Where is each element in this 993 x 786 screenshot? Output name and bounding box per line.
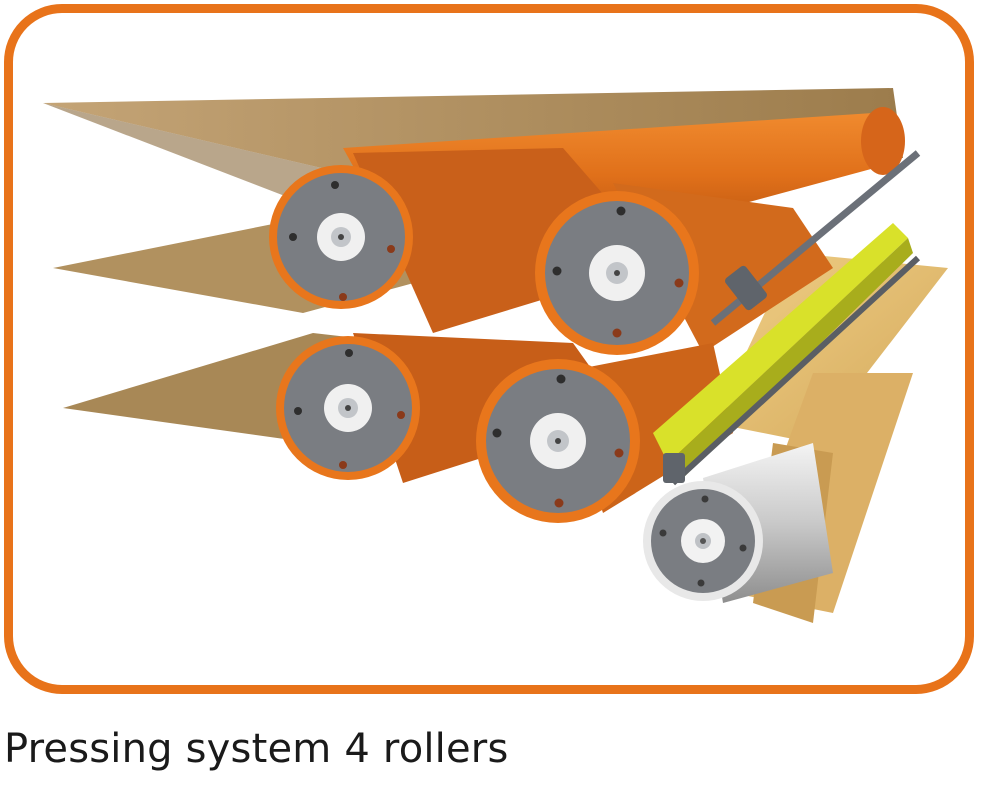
roller-bottom-right [476,359,640,523]
illustration-frame [4,4,974,694]
roller-bottom-left [276,336,420,480]
caption: Pressing system 4 rollers [4,726,509,772]
roller-top-left [269,165,413,309]
doctor-blade [653,150,921,486]
pressing-rollers-illustration [43,88,948,623]
small-silver-roller [643,443,833,603]
roller-top-right [535,191,699,355]
